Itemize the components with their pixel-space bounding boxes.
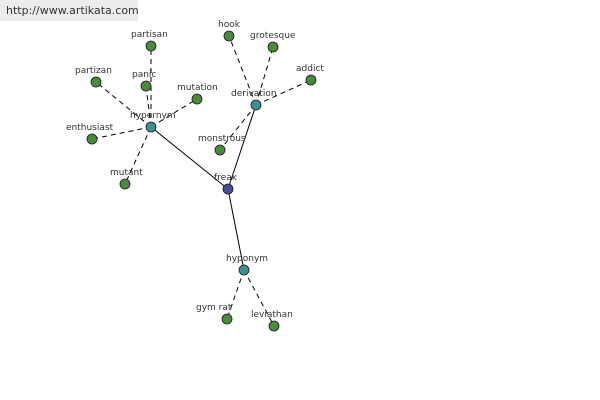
leaf-node-label: hook [218, 20, 241, 30]
leaf-node-marker[interactable] [90, 76, 102, 88]
leaf-node-marker[interactable] [221, 313, 233, 325]
leaf-node-label: partisan [131, 30, 168, 40]
leaf-node-marker[interactable] [119, 178, 131, 190]
leaf-node-mutation[interactable]: mutation [177, 83, 218, 105]
edge-hyponym-leviathan [243, 269, 275, 327]
center-node-marker[interactable] [222, 183, 234, 195]
graph-edges [91, 35, 312, 327]
leaf-node-gym-rat[interactable]: gym rat [196, 303, 233, 325]
leaf-node-mutant[interactable]: mutant [110, 168, 143, 190]
leaf-node-label: partizan [75, 66, 112, 76]
leaf-node-marker[interactable] [267, 41, 279, 53]
group-node-label: hypernym [130, 111, 176, 121]
source-url-link[interactable]: http://www.artikata.com [0, 0, 139, 21]
edge-derivation-addict [255, 79, 312, 106]
leaf-node-label: gym rat [196, 303, 232, 313]
leaf-node-grotesque[interactable]: grotesque [250, 31, 296, 53]
leaf-node-addict[interactable]: addict [296, 64, 324, 86]
group-node-label: derivation [231, 89, 277, 99]
center-node-freak[interactable]: freak [214, 173, 238, 195]
leaf-node-hook[interactable]: hook [218, 20, 241, 42]
center-node-label: freak [214, 173, 238, 183]
leaf-node-label: mutation [177, 83, 218, 93]
group-node-marker[interactable] [145, 121, 157, 133]
leaf-node-enthusiast[interactable]: enthusiast [66, 123, 114, 145]
graph-nodes: partisan partizan panic mutation enthusiast m… [66, 20, 324, 332]
group-node-marker[interactable] [238, 264, 250, 276]
group-node-hyponym[interactable]: hyponym [226, 254, 268, 276]
leaf-node-marker[interactable] [191, 93, 203, 105]
leaf-node-label: monstrous [198, 134, 246, 144]
group-node-label: hyponym [226, 254, 268, 264]
group-node-derivation[interactable]: derivation [231, 89, 277, 111]
leaf-node-label: enthusiast [66, 123, 114, 133]
edge-derivation-monstrous [219, 104, 257, 151]
leaf-node-label: panic [132, 70, 156, 80]
edge-freak-hypernym [150, 126, 229, 190]
edge-hypernym-mutant [124, 126, 152, 185]
edge-derivation-hook [228, 35, 257, 106]
leaf-node-partizan[interactable]: partizan [75, 66, 112, 88]
leaf-node-label: leviathan [251, 310, 293, 320]
leaf-node-leviathan[interactable]: leviathan [251, 310, 293, 332]
leaf-node-marker[interactable] [214, 144, 226, 156]
edge-derivation-grotesque [255, 46, 274, 106]
edge-hypernym-partizan [95, 81, 152, 128]
leaf-node-marker[interactable] [140, 80, 152, 92]
leaf-node-panic[interactable]: panic [132, 70, 156, 92]
leaf-node-marker[interactable] [268, 320, 280, 332]
leaf-node-partisan[interactable]: partisan [131, 30, 168, 52]
leaf-node-marker[interactable] [305, 74, 317, 86]
edge-hypernym-panic [145, 85, 152, 128]
leaf-node-marker[interactable] [145, 40, 157, 52]
edge-freak-derivation [227, 104, 257, 190]
edge-freak-hyponym [227, 188, 245, 271]
group-node-marker[interactable] [250, 99, 262, 111]
leaf-node-marker[interactable] [86, 133, 98, 145]
leaf-node-monstrous[interactable]: monstrous [198, 134, 246, 156]
leaf-node-label: addict [296, 64, 324, 74]
leaf-node-marker[interactable] [223, 30, 235, 42]
leaf-node-label: grotesque [250, 31, 296, 41]
group-node-hypernym[interactable]: hypernym [130, 111, 176, 133]
edge-hypernym-enthusiast [91, 126, 152, 140]
leaf-node-label: mutant [110, 168, 143, 178]
